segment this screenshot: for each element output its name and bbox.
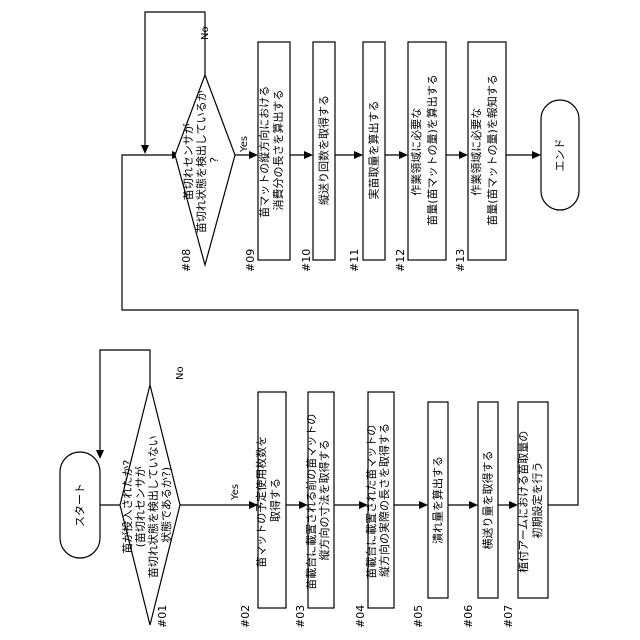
decision-08-line-3: ? [208,157,221,163]
step-id-06: #06 [462,605,475,628]
step-id-11: #11 [348,249,361,272]
decision-08-yes-label: Yes [239,136,250,153]
process-03-line-1: 苗載台に載置される前の苗マットの [304,414,318,590]
process-07-line-2: 初期設定を行う [530,462,544,539]
step-id-10: #10 [300,249,313,272]
process-13-line-1: 作業領域に必要な [469,108,483,196]
process-13-line-2: 苗量(苗マットの量)を報知する [485,74,499,226]
decision-08: 苗切れセンサが 苗切れ状態を検出しているか ? #08 No Yes [175,26,250,272]
process-10-line-1: 縦送り回数を取得する [317,95,331,205]
step-id-04: #04 [354,605,367,628]
process-02-main: 苗マットの予定使用枚数を 取得する #02 [239,392,286,628]
step-id-13: #13 [454,249,467,272]
decision-01-yes-label: Yes [230,484,241,501]
process-03: 苗載台に載置される前の苗マットの 縦方向の寸法を取得する #03 [294,392,334,628]
process-11-line-1: 実苗取量を算出する [367,101,381,200]
decision-01-line-4: 状態であるか?) [159,467,173,543]
process-09-line-1: 苗マットの縦方向における [257,86,271,218]
process-03-line-2: 縦方向の寸法を取得する [317,440,331,561]
process-04-line-1: 苗載台に載置された苗マットの [364,425,378,579]
process-11: 実苗取量を算出する #11 [348,42,385,272]
decision-08-line-1: 苗切れセンサが [181,123,195,200]
start-label: スタート [74,483,87,527]
step-id-12: #12 [394,249,407,272]
process-05: 潰れ量を算出する #05 [412,402,448,628]
step-id-02: #02 [239,605,252,628]
step-id-07: #07 [502,605,515,628]
decision-01: 苗が投入されたか? (苗切れセンサが 苗切れ状態を検出していない 状態であるか?… [120,366,241,628]
process-02-line-2: 取得する [269,478,282,522]
start-terminal: スタート [60,452,100,558]
step-id-09: #09 [244,249,257,272]
decision-01-line-2: (苗切れセンサが [133,466,147,547]
process-06-line-1: 横送り量を取得する [481,451,495,550]
process-07: 植付アームにおける苗取量の 初期設定を行う #07 [502,402,548,628]
decision-01-line-1: 苗が投入されたか? [120,460,134,554]
step-id-01: #01 [156,605,169,628]
process-04-line-2: 縦方向の実際の長さを取得する [377,423,391,577]
process-12-line-1: 作業領域に必要な [409,108,423,196]
decision-08-no-label: No [200,26,211,40]
process-02-line-1: 苗マットの予定使用枚数を [254,436,268,568]
svg-text:苗載台に載置された苗マットの 縦方向の実際の長さ: 苗載台に載置された苗マットの 縦方向の実際の長さを取得する [364,421,391,579]
end-terminal: エンド [541,100,579,210]
process-09-line-2: 消費分の長さを算出する [271,90,285,211]
process-04: 苗載台に載置された苗マットの 縦方向の実際の長さを取得する #04 [354,392,394,628]
end-label: エンド [554,139,567,172]
step-id-03: #03 [294,605,307,628]
decision-08-line-2: 苗切れ状態を検出しているか [194,90,208,233]
decision-01-line-3: 苗切れ状態を検出していない [146,435,160,578]
decision-01-no-label: No [175,366,186,380]
step-id-05: #05 [412,605,425,628]
process-05-line-1: 潰れ量を算出する [431,456,445,544]
process-12-line-2: 苗量(苗マットの量)を算出する [425,74,439,226]
process-07-line-1: 植付アームにおける苗取量の [516,431,530,573]
process-06: 横送り量を取得する #06 [462,402,498,628]
step-id-08: #08 [180,249,193,272]
